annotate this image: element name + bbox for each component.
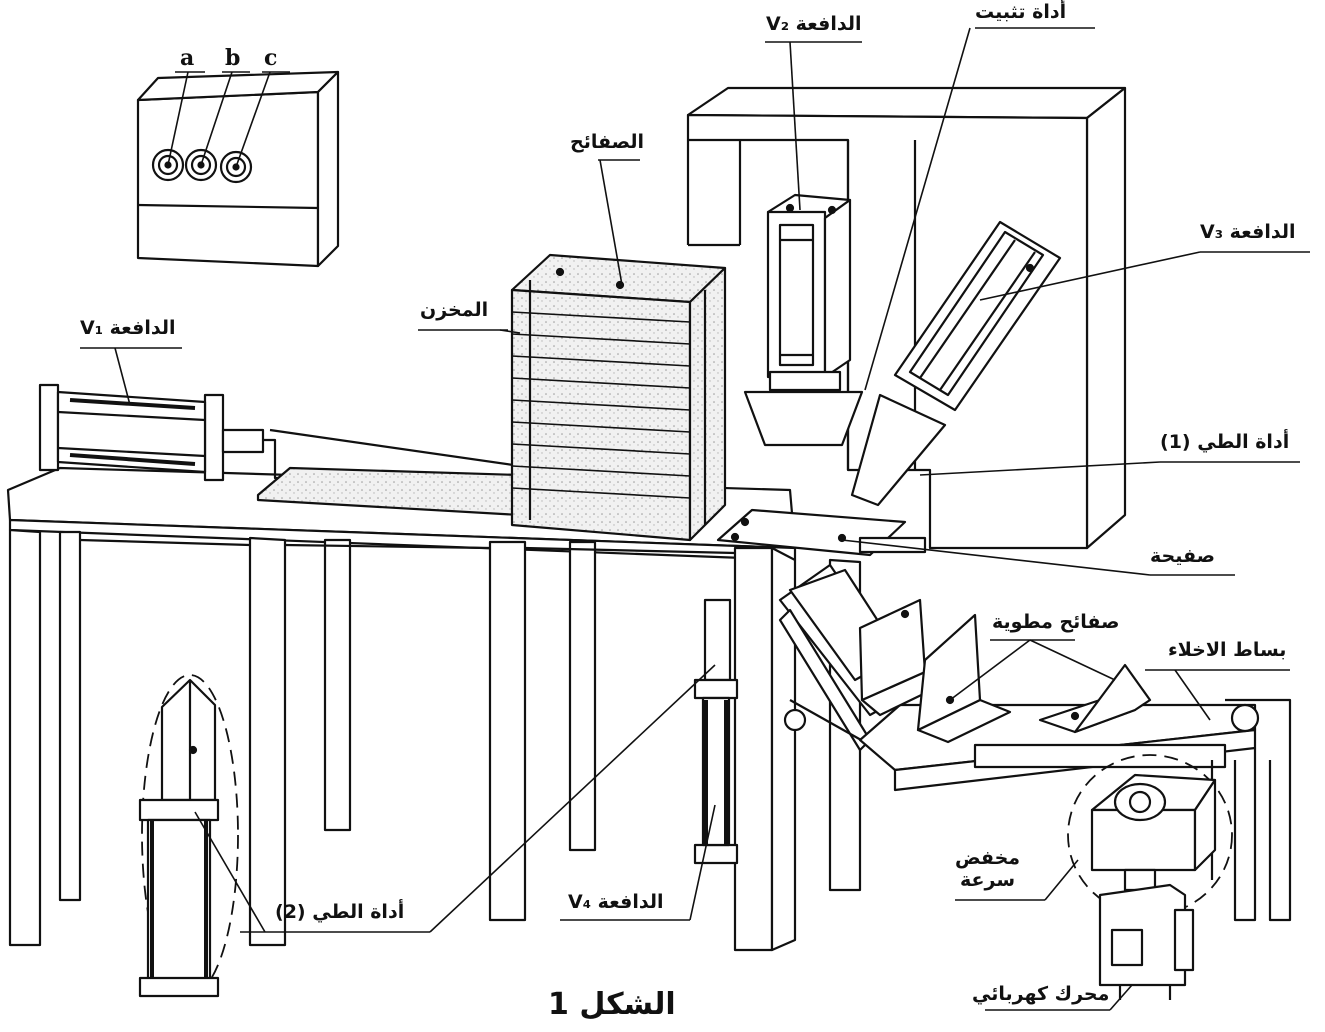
magazine (510, 253, 727, 542)
label-speed-reducer-line1: مخفض (955, 847, 1021, 869)
plate (716, 508, 927, 557)
pusher-v2 (743, 193, 864, 447)
label-folding-tool-2: أداة الطي (2) (275, 901, 405, 923)
folded-sheets (858, 598, 1152, 744)
label-sheets: الصفائح (570, 131, 645, 153)
label-folding-tool-1: أداة الطي (1) (1160, 431, 1290, 453)
label-electric-motor: محرك كهربائي (972, 983, 1110, 1005)
figure-caption: الشكل 1 (548, 987, 676, 1022)
label-pusher-v2: الدافعة V₂ (766, 13, 862, 35)
leader-lines (80, 27, 1310, 1011)
pusher-v4 (693, 598, 739, 865)
electric-motor (1098, 868, 1195, 1000)
pusher-v1 (38, 383, 521, 482)
label-pusher-v1: الدافعة V₁ (80, 317, 176, 339)
button-label-c: c (264, 45, 278, 71)
label-clamping-tool: أداة تثبيت (975, 1, 1067, 23)
label-magazine: المخزن (420, 299, 489, 321)
back-frame (686, 86, 1127, 550)
control-box (136, 70, 340, 268)
label-evacuation-belt: بساط الاخلاء (1168, 639, 1287, 661)
label-pusher-v4: الدافعة V₄ (568, 891, 664, 913)
label-folded-sheets: صفائح مطوية (992, 611, 1120, 633)
button-label-a: a (180, 45, 195, 71)
pusher-v3 (850, 220, 1062, 507)
label-pusher-v3: الدافعة V₃ (1200, 221, 1296, 243)
label-speed-reducer: مخفض سرعة (955, 847, 1021, 892)
label-plate: صفيحة (1150, 545, 1216, 567)
label-speed-reducer-line2: سرعة (960, 868, 1016, 891)
speed-reducer (1067, 754, 1233, 916)
button-label-b: b (225, 45, 241, 71)
folding-tool-2 (138, 674, 239, 998)
